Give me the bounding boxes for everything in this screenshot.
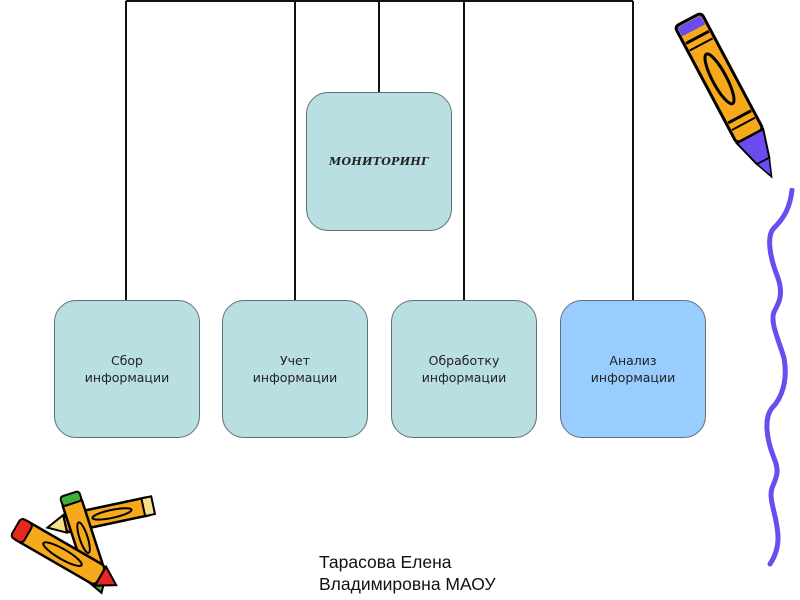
author-caption: Тарасова Елена Владимировна МАОУ bbox=[319, 551, 496, 595]
node-label: Сбор информации bbox=[84, 353, 170, 385]
node-collect-info[interactable]: Сбор информации bbox=[54, 300, 200, 438]
node-analyze-info[interactable]: Анализ информации bbox=[560, 300, 706, 438]
node-monitoring[interactable]: МОНИТОРИНГ bbox=[306, 92, 452, 231]
squiggle-line bbox=[764, 188, 795, 567]
node-record-info[interactable]: Учет информации bbox=[222, 300, 368, 438]
crossed-pencils-icon bbox=[10, 490, 157, 595]
node-process-info[interactable]: Обработку информации bbox=[391, 300, 537, 438]
node-monitoring-label: МОНИТОРИНГ bbox=[329, 155, 429, 168]
author-line-1: Тарасова Елена bbox=[319, 552, 452, 572]
pencil-icon bbox=[674, 12, 773, 179]
author-line-2: Владимировна МАОУ bbox=[319, 574, 496, 594]
node-label: Учет информации bbox=[252, 353, 338, 385]
node-label: Обработку информации bbox=[421, 353, 507, 385]
node-label: Анализ информации bbox=[590, 353, 676, 385]
